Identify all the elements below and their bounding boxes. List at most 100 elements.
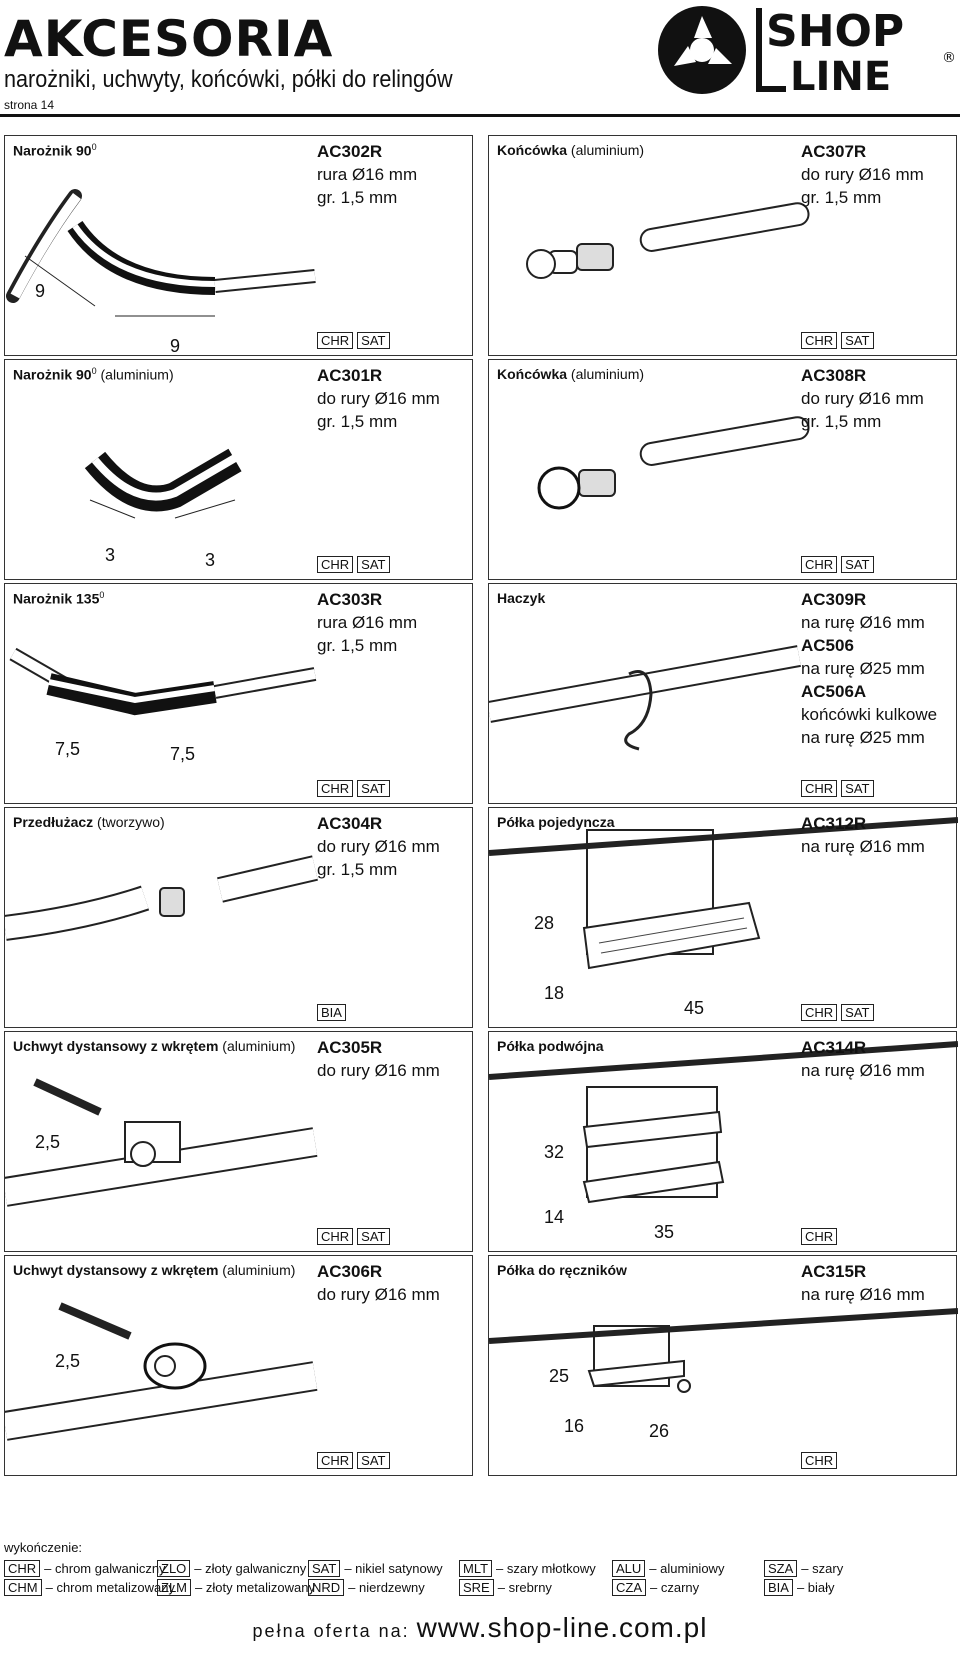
legend-label: – chrom metalizowany (45, 1580, 175, 1595)
product-illustration (5, 1302, 318, 1441)
dimension-label: 2,5 (55, 1351, 81, 1371)
product-spec: na rurę Ø25 mm (801, 728, 925, 747)
legend-code: CHM (4, 1579, 42, 1596)
finish-tag: CHR (801, 1452, 838, 1469)
product-spec: do rury Ø16 mm (801, 389, 924, 408)
dimension-label: 26 (649, 1421, 670, 1441)
product-name-note: (aluminium) (218, 1262, 296, 1278)
legend-item: CHM– chrom metalizowany (4, 1579, 175, 1596)
product-name-bold: Uchwyt dystansowy z wkrętem (13, 1262, 219, 1278)
footer-url[interactable]: www.shop-line.com.pl (416, 1612, 708, 1643)
product-code: AC303R (317, 590, 383, 609)
legend-label: – srebrny (497, 1580, 552, 1595)
product-spec: do rury Ø16 mm (317, 1285, 440, 1304)
legend-item: ZLO– złoty galwaniczny (157, 1560, 306, 1577)
product-name: Uchwyt dystansowy z wkrętem (aluminium) (13, 1262, 295, 1278)
finish-tag: SAT (357, 556, 390, 573)
product-illustration (489, 817, 958, 970)
product-cell: 2,5 Uchwyt dystansowy z wkrętem (aluminiu… (4, 1255, 473, 1476)
product-name: Końcówka (aluminium) (497, 142, 644, 158)
dimension-label: 25 (549, 1366, 570, 1386)
header-divider (0, 114, 960, 117)
legend-code: CZA (612, 1579, 646, 1596)
product-name-bold: Narożnik 90 (13, 366, 92, 383)
legend-label: – złoty galwaniczny (194, 1561, 307, 1576)
product-code: AC312R (801, 814, 867, 833)
finish-tag: CHR (317, 556, 354, 573)
legend-label: – aluminiowy (649, 1561, 725, 1576)
product-illustration (5, 1078, 318, 1207)
footer: pełna oferta na: www.shop-line.com.pl (0, 1612, 960, 1644)
legend-item: ZLM– złoty metalizowany (157, 1579, 315, 1596)
finish-tag: CHR (317, 1228, 354, 1245)
product-illustration (84, 448, 242, 519)
finish-tag: CHR (317, 332, 354, 349)
shopline-logo: SHOP LINE ® (658, 6, 956, 98)
product-name-bold: Końcówka (497, 366, 568, 382)
legend-label: – nikiel satynowy (344, 1561, 443, 1576)
product-illustration (9, 647, 317, 716)
product-name: Półka pojedyncza (497, 814, 614, 830)
degree-sup: 0 (91, 366, 97, 376)
finish-tag: CHR (317, 780, 354, 797)
product-name: Półka do ręczników (497, 1262, 627, 1278)
product-spec: do rury Ø16 mm (317, 1061, 440, 1080)
product-spec: gr. 1,5 mm (317, 860, 398, 879)
dimension-label: 16 (564, 1416, 585, 1436)
degree-sup: 0 (91, 142, 97, 152)
product-illustration (526, 202, 810, 279)
legend-code: SZA (764, 1560, 798, 1577)
product-illustration (5, 855, 318, 941)
legend-item: SAT– nikiel satynowy (308, 1560, 443, 1577)
legend-code: MLT (459, 1560, 493, 1577)
page-number: strona 14 (4, 98, 55, 112)
product-spec: gr. 1,5 mm (801, 412, 882, 431)
dimension-label: 9 (170, 336, 181, 356)
product-spec: gr. 1,5 mm (317, 412, 398, 431)
product-illustration (489, 1308, 958, 1393)
dimension-label: 14 (544, 1207, 565, 1227)
dimension-label: 7,5 (55, 739, 81, 759)
finish-tag: CHR (317, 1452, 354, 1469)
degree-sup: 0 (99, 590, 105, 600)
product-name-bold: Przedłużacz (13, 814, 94, 830)
finish-tag: CHR (801, 780, 838, 797)
product-code: AC302R (317, 142, 383, 161)
product-code: AC314R (801, 1038, 867, 1057)
product-name-note: (aluminium) (218, 1038, 296, 1054)
product-name-bold: Narożnik 135 (13, 590, 100, 607)
page-title: AKCESORIA (4, 10, 334, 68)
product-name: Narożnik 900 (13, 142, 97, 159)
finish-codes: CHR (801, 1452, 838, 1469)
legend-code: BIA (764, 1579, 793, 1596)
product-code: AC307R (801, 142, 867, 161)
product-name-note: (tworzywo) (93, 814, 165, 830)
product-code: AC301R (317, 366, 383, 385)
finish-tag: SAT (841, 332, 874, 349)
product-name-bold: Półka podwójna (497, 1038, 604, 1054)
dimension-label: 45 (684, 998, 705, 1018)
finish-codes: CHR (801, 1228, 838, 1245)
product-code: AC306R (317, 1262, 383, 1281)
product-name-note: (aluminium) (96, 366, 174, 383)
legend-code: SRE (459, 1579, 494, 1596)
product-spec: na rurę Ø16 mm (801, 1061, 925, 1080)
product-spec: na rurę Ø16 mm (801, 613, 925, 632)
product-spec: końcówki kulkowe (801, 705, 938, 724)
legend-item: ALU– aluminiowy (612, 1560, 724, 1577)
product-name: Przedłużacz (tworzywo) (13, 814, 165, 830)
finish-tag: BIA (317, 1004, 346, 1021)
logo-text-bottom: LINE (790, 54, 891, 98)
